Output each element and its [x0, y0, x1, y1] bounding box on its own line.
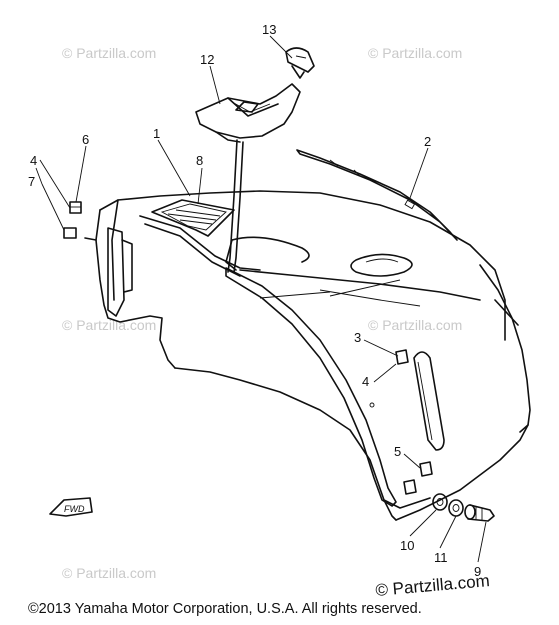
callout-5[interactable]: 5 [394, 444, 401, 459]
watermark: © Partzilla.com [62, 45, 156, 61]
brand-watermark: © Partzilla.com [375, 571, 491, 600]
watermark-layer: © Partzilla.com © Partzilla.com © Partzi… [62, 45, 462, 581]
callout-4a[interactable]: 4 [30, 153, 37, 168]
parts-bolt-washers[interactable] [432, 493, 495, 522]
parts-right-fasteners[interactable] [395, 349, 433, 495]
callout-6[interactable]: 6 [82, 132, 89, 147]
watermark: © Partzilla.com [368, 317, 462, 333]
callout-labels: 1 2 3 4 4 5 6 7 8 9 10 11 12 13 [28, 22, 481, 579]
callout-8[interactable]: 8 [196, 153, 203, 168]
watermark: © Partzilla.com [62, 317, 156, 333]
part-2-seal-strip[interactable] [296, 149, 458, 241]
callout-2[interactable]: 2 [424, 134, 431, 149]
parts-left-small-pieces[interactable] [63, 201, 82, 239]
part-8-pad[interactable] [151, 199, 235, 237]
callout-13[interactable]: 13 [262, 22, 276, 37]
fwd-arrow: FWD [49, 497, 93, 517]
callout-7[interactable]: 7 [28, 174, 35, 189]
callout-4b[interactable]: 4 [362, 374, 369, 389]
fwd-label: FWD [64, 504, 85, 514]
copyright-notice: ©2013 Yamaha Motor Corporation, U.S.A. A… [28, 601, 422, 617]
callout-10[interactable]: 10 [400, 538, 414, 553]
callout-11[interactable]: 11 [434, 550, 448, 565]
part-1-body-shroud[interactable] [84, 190, 531, 521]
callout-9[interactable]: 9 [474, 564, 481, 579]
callout-12[interactable]: 12 [200, 52, 214, 67]
part-13-cap[interactable] [285, 47, 315, 79]
watermark: © Partzilla.com [62, 565, 156, 581]
watermark: © Partzilla.com [368, 45, 462, 61]
part-12-filler-neck[interactable] [195, 83, 301, 273]
callout-1[interactable]: 1 [153, 126, 160, 141]
callout-3[interactable]: 3 [354, 330, 361, 345]
leader-lines [35, 35, 487, 563]
